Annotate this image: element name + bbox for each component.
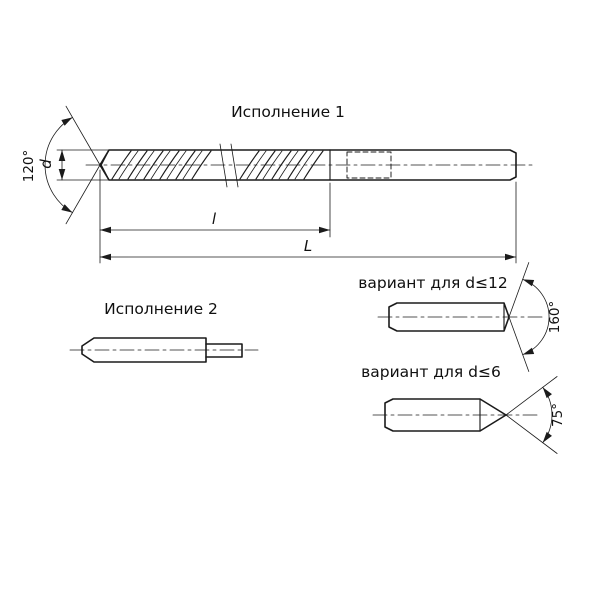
variant-d6-angle-label: 75°: [550, 403, 566, 427]
point-angle-lines: [65, 105, 101, 225]
drill-view-2: Исполнение 2: [69, 300, 259, 363]
variant-d12-angle-label: 160°: [547, 301, 563, 334]
point-angle-label: 120°: [21, 150, 37, 183]
view2-tang-outline: [205, 343, 243, 358]
break-lines: [219, 143, 239, 188]
variant-d12-title: вариант для d≤12: [358, 274, 508, 292]
variant-d12-angle-arc: [522, 279, 550, 355]
view2-body-outline: [81, 337, 207, 363]
view2-title: Исполнение 2: [104, 300, 218, 318]
overall-length-label: L: [304, 237, 312, 255]
drill-outline: [99, 149, 517, 181]
flute-helix-right: [239, 150, 324, 180]
variant-d6-angle-lines: [505, 376, 558, 454]
view1-title: Исполнение 1: [231, 103, 345, 121]
variant-d6-title: вариант для d≤6: [361, 363, 501, 381]
flute-length-label: l: [212, 210, 217, 228]
point-angle-arc: [44, 117, 73, 213]
shank-variant-d12: вариант для d≤12 160°: [358, 262, 563, 372]
variant-d6-outline: [384, 398, 507, 432]
variant-d12-angle-lines: [508, 262, 530, 372]
variant-d12-angle-dimension: 160°: [508, 262, 563, 372]
overall-length-dimension: L: [99, 181, 517, 264]
variant-d6-angle-arc: [542, 386, 553, 444]
variant-d12-outline: [388, 302, 510, 332]
point-angle-dimension: 120°: [21, 105, 101, 225]
flute-helix-left: [111, 150, 212, 180]
drill-view-1: Исполнение 1: [21, 103, 536, 264]
shank-hidden-detail: [346, 151, 392, 179]
shank-variant-d6: вариант для d≤6 75°: [361, 363, 566, 454]
variant-d6-angle-dimension: 75°: [505, 376, 566, 454]
flute-length-dimension: l: [99, 169, 331, 264]
flute-length-extension-lines: [99, 169, 331, 264]
drill-tip-lips: [99, 149, 110, 181]
diameter-label: d: [37, 159, 55, 169]
